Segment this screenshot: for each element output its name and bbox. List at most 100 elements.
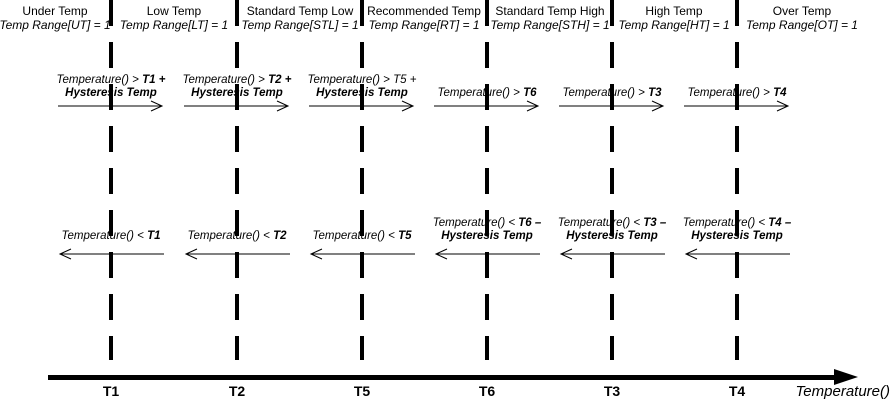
transition-down-t4: Temperature() < T4 – Hysteresis Temp (672, 204, 802, 260)
transition-condition: Temperature() > T3 (563, 87, 662, 100)
transition-down-t5: Temperature() < T5 (297, 204, 427, 260)
region-condition: Temp Range[OT] = 1 (746, 18, 858, 32)
arrow-left-icon (58, 248, 164, 260)
condition-line2: Hysteresis Temp (441, 230, 533, 242)
region-condition: Temp Range[STL] = 1 (241, 18, 359, 32)
arrow-left-icon (309, 248, 415, 260)
arrow-right-icon (559, 100, 665, 112)
transition-up-t4: Temperature() > T4 (672, 60, 802, 112)
transition-condition: Temperature() < T3 – Hysteresis Temp (558, 217, 667, 243)
region-standard-temp-high: Standard Temp High Temp Range[STH] = 1 (480, 4, 620, 32)
region-recommended-temp: Recommended Temp Temp Range[RT] = 1 (354, 4, 494, 32)
transition-condition: Temperature() > T6 (438, 87, 537, 100)
arrow-right-icon (309, 100, 415, 112)
condition-text: Temperature() > (687, 87, 774, 99)
arrow-right-icon (184, 100, 290, 112)
condition-text: Temperature() > (437, 87, 524, 99)
transition-down-t1: Temperature() < T1 (46, 204, 176, 260)
condition-threshold: T1 + (142, 74, 166, 86)
region-condition: Temp Range[UT] = 1 (0, 18, 111, 32)
transition-condition: Temperature() > T4 (688, 87, 787, 100)
transition-down-t2: Temperature() < T2 (172, 204, 302, 260)
region-condition: Temp Range[HT] = 1 (618, 18, 730, 32)
condition-line2: Hysteresis Temp (691, 230, 783, 242)
transition-condition: Temperature() < T5 (313, 230, 412, 243)
axis-arrow-icon (834, 369, 858, 385)
arrow-left-icon (434, 248, 540, 260)
transition-up-t6: Temperature() > T6 (422, 60, 552, 112)
transition-condition: Temperature() < T1 (62, 230, 161, 243)
condition-line2: Hysteresis Temp (191, 87, 283, 99)
condition-text: Temperature() < (682, 217, 769, 229)
condition-text: Temperature() > (56, 74, 143, 86)
condition-threshold: T5 + (393, 74, 417, 86)
condition-threshold: T3 – (643, 217, 667, 229)
arrow-left-icon (184, 248, 290, 260)
threshold-line-t4 (735, 0, 739, 360)
transition-up-t1: Temperature() > T1 + Hysteresis Temp (46, 60, 176, 112)
condition-threshold: T6 (523, 87, 537, 99)
condition-line2: Hysteresis Temp (566, 230, 658, 242)
threshold-line-t2 (235, 0, 239, 360)
region-under-temp: Under Temp Temp Range[UT] = 1 (0, 4, 125, 32)
transition-condition: Temperature() < T2 (188, 230, 287, 243)
condition-threshold: T2 (273, 230, 287, 242)
arrow-right-icon (684, 100, 790, 112)
condition-threshold: T2 + (268, 74, 292, 86)
region-over-temp: Over Temp Temp Range[OT] = 1 (732, 4, 872, 32)
arrow-left-icon (559, 248, 665, 260)
temperature-axis (48, 375, 836, 380)
transition-condition: Temperature() < T4 – Hysteresis Temp (683, 217, 792, 243)
threshold-line-t6 (485, 0, 489, 360)
threshold-line-t1 (109, 0, 113, 360)
transition-condition: Temperature() > T5 + Hysteresis Temp (308, 74, 417, 100)
arrow-right-icon (434, 100, 540, 112)
threshold-line-t5 (360, 0, 364, 360)
region-name: Standard Temp Low (246, 4, 354, 18)
region-name: Recommended Temp (367, 4, 481, 18)
region-name: Standard Temp High (495, 4, 605, 18)
region-standard-temp-low: Standard Temp Low Temp Range[STL] = 1 (230, 4, 370, 32)
transition-condition: Temperature() > T2 + Hysteresis Temp (183, 74, 292, 100)
region-name: High Temp (645, 4, 703, 18)
region-name: Over Temp (772, 4, 832, 18)
region-name: Under Temp (22, 4, 88, 18)
condition-threshold: T1 (147, 230, 161, 242)
threshold-line-t3 (610, 0, 614, 360)
condition-text: Temperature() > (562, 87, 649, 99)
region-condition: Temp Range[LT] = 1 (119, 18, 229, 32)
tick-t3: T3 (603, 383, 621, 399)
region-high-temp: High Temp Temp Range[HT] = 1 (604, 4, 744, 32)
condition-text: Temperature() < (61, 230, 148, 242)
region-name: Low Temp (146, 4, 202, 18)
condition-threshold: T4 (773, 87, 787, 99)
condition-text: Temperature() > (182, 74, 269, 86)
region-condition: Temp Range[STH] = 1 (490, 18, 610, 32)
tick-t1: T1 (102, 383, 120, 399)
transition-up-t2: Temperature() > T2 + Hysteresis Temp (172, 60, 302, 112)
condition-text: Temperature() < (187, 230, 274, 242)
transition-condition: Temperature() > T1 + Hysteresis Temp (57, 74, 166, 100)
condition-threshold: T4 – (768, 217, 792, 229)
arrow-left-icon (684, 248, 790, 260)
condition-threshold: T6 – (518, 217, 542, 229)
tick-t5: T5 (353, 383, 371, 399)
condition-line2: Hysteresis Temp (65, 87, 157, 99)
region-condition: Temp Range[RT] = 1 (368, 18, 480, 32)
arrow-right-icon (58, 100, 164, 112)
condition-text: Temperature() > (307, 74, 394, 86)
tick-t6: T6 (478, 383, 496, 399)
condition-threshold: T5 (398, 230, 412, 242)
transition-up-t3: Temperature() > T3 (547, 60, 677, 112)
condition-text: Temperature() < (312, 230, 399, 242)
condition-text: Temperature() < (432, 217, 519, 229)
condition-text: Temperature() < (557, 217, 644, 229)
transition-down-t3: Temperature() < T3 – Hysteresis Temp (547, 204, 677, 260)
axis-title: Temperature() (795, 383, 890, 400)
condition-line2: Hysteresis Temp (316, 87, 408, 99)
tick-t2: T2 (228, 383, 246, 399)
transition-condition: Temperature() < T6 – Hysteresis Temp (433, 217, 542, 243)
tick-t4: T4 (728, 383, 746, 399)
transition-up-t5: Temperature() > T5 + Hysteresis Temp (297, 60, 427, 112)
